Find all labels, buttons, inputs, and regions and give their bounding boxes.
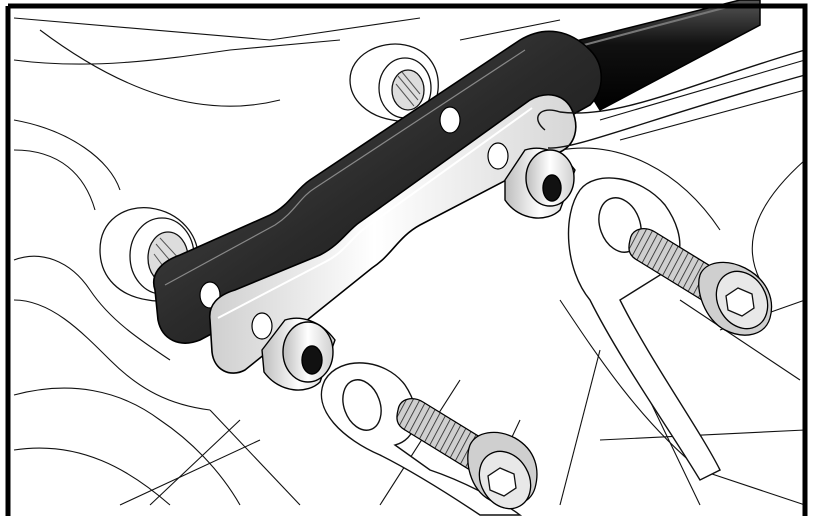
spacer-icon (504, 147, 576, 219)
spacer-icon (261, 317, 336, 391)
socket-head-bolt-icon (396, 398, 538, 510)
light-bracket-plate-icon (209, 94, 577, 374)
link-arm-icon (567, 177, 721, 481)
frame-boss-upper (349, 43, 439, 122)
frame-border (5, 3, 808, 516)
socket-head-bolt-icon (628, 228, 773, 336)
hook-rod-icon (537, 49, 806, 149)
